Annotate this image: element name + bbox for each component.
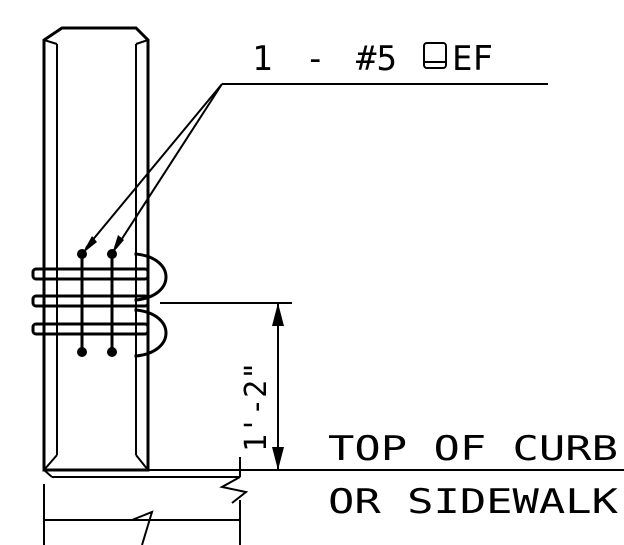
callout-count: 1 bbox=[252, 39, 272, 79]
vertical-bars bbox=[77, 249, 117, 357]
bar-end-dot bbox=[77, 347, 87, 357]
dimension-arrow-down bbox=[272, 447, 284, 470]
rectangular-stirrup-icon bbox=[423, 42, 447, 69]
curb-section bbox=[43, 457, 249, 545]
bar-end-dot bbox=[107, 347, 117, 357]
leader-arrowhead bbox=[82, 236, 97, 254]
note-or-sidewalk: OR SIDEWALK bbox=[328, 482, 619, 522]
hook-loops bbox=[134, 252, 168, 358]
leader-arrowhead bbox=[112, 235, 124, 254]
note-top-of-curb: TOP OF CURB bbox=[328, 429, 618, 469]
top-of-curb-line bbox=[43, 469, 624, 478]
curb-notes: TOP OF CURB OR SIDEWALK bbox=[328, 429, 619, 522]
callout-suffix: EF bbox=[452, 39, 493, 79]
dimension-value: 1'-2" bbox=[239, 362, 274, 452]
wall-outline bbox=[42, 26, 150, 472]
bar-callout: 1 - #5 EF bbox=[252, 39, 493, 79]
dimension-arrow-up bbox=[272, 303, 284, 326]
horizontal-bars bbox=[31, 267, 150, 336]
callout-bar-size: #5 bbox=[356, 39, 397, 79]
dimension-line: 1'-2" bbox=[160, 302, 292, 470]
callout-separator: - bbox=[305, 39, 325, 79]
callout-leader bbox=[82, 83, 548, 254]
